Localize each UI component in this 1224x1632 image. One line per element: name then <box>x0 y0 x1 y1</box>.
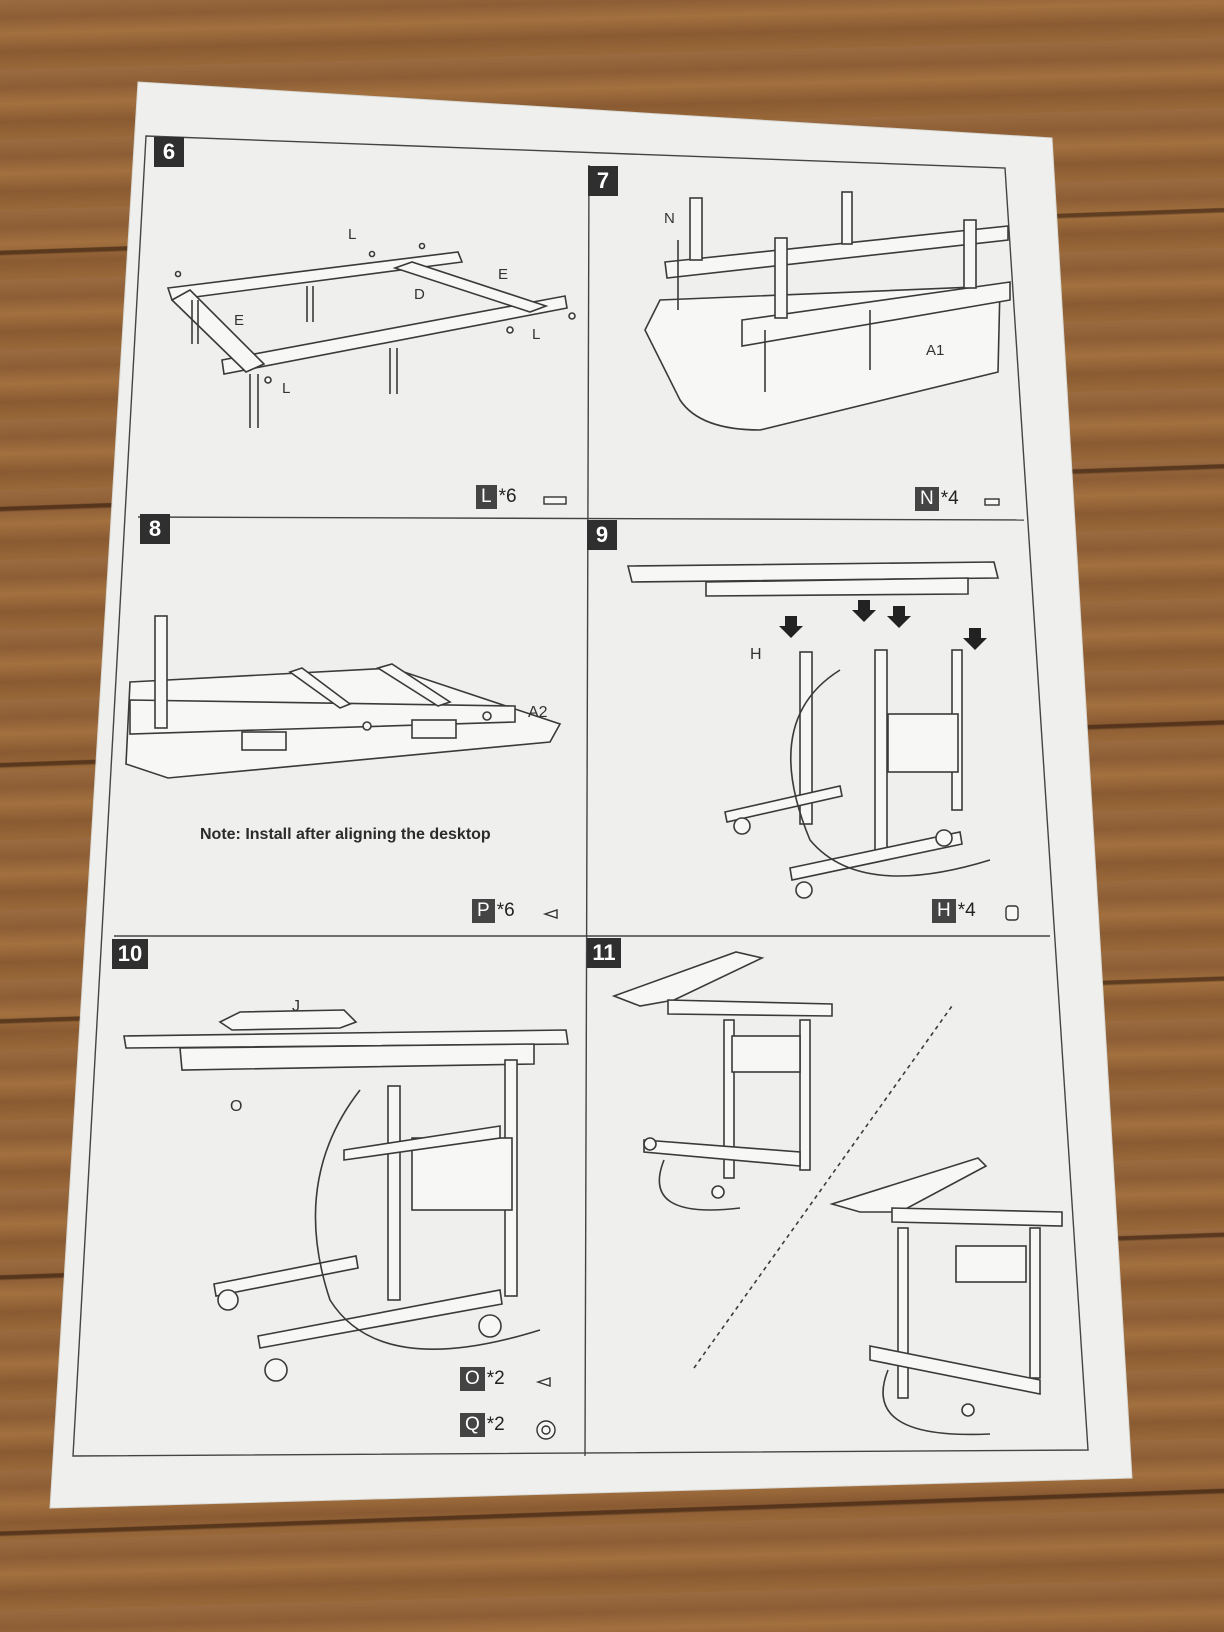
panel-11-cart-drawings <box>611 951 1063 1436</box>
part-tag-Q: Q *2 <box>460 1412 505 1438</box>
part-tag-L: L *6 <box>476 484 517 510</box>
part-tag-P: P *6 <box>472 898 515 924</box>
bolt-icon-L <box>543 496 567 505</box>
part-letter: H <box>932 899 956 923</box>
part-qty: *4 <box>957 900 976 921</box>
part-qty: *2 <box>486 1414 505 1435</box>
part-letter: L <box>476 485 497 509</box>
part-qty: *6 <box>498 486 517 507</box>
bolt-icon-N <box>984 498 1000 506</box>
panel-7-desktop-drawing <box>644 191 1011 431</box>
label-E: E <box>498 266 509 283</box>
part-qty: *2 <box>486 1368 505 1389</box>
step-number-9: 9 <box>587 520 617 550</box>
label-N: N <box>664 210 675 227</box>
label-D: D <box>414 286 425 303</box>
part-qty: *4 <box>940 488 959 509</box>
panel-10-cart-drawing <box>123 1009 569 1382</box>
screw-icon-P <box>542 909 558 919</box>
step-number-7: 7 <box>588 166 618 196</box>
step-number-8: 8 <box>140 514 170 544</box>
part-letter: Q <box>460 1413 485 1437</box>
label-A1: A1 <box>926 342 945 359</box>
part-letter: O <box>460 1367 485 1391</box>
label-O: O <box>230 1098 243 1115</box>
label-A2: A2 <box>528 704 548 721</box>
label-J: J <box>292 998 300 1015</box>
panel-8-assembly-drawing <box>125 615 562 779</box>
step-number-10: 10 <box>112 939 148 969</box>
label-L: L <box>282 380 291 397</box>
label-L: L <box>532 326 541 343</box>
part-tag-N: N *4 <box>915 486 959 512</box>
panel-9-cart-drawing <box>626 561 1000 899</box>
install-note: Note: Install after aligning the desktop <box>200 826 491 843</box>
part-letter: P <box>472 899 495 923</box>
step-number-11: 11 <box>587 938 621 968</box>
part-tag-H: H *4 <box>932 898 976 924</box>
part-tag-O: O *2 <box>460 1366 505 1392</box>
hardware-icons <box>535 496 1019 1440</box>
label-H: H <box>750 646 762 663</box>
panel-9-arrows <box>779 600 987 650</box>
label-E: E <box>234 312 245 329</box>
part-qty: *6 <box>496 900 515 921</box>
panel-grid <box>72 135 1089 1457</box>
nut-icon-H <box>1005 905 1019 921</box>
screw-icon-O <box>535 1377 551 1387</box>
step-number-6: 6 <box>154 137 184 167</box>
panel-6-frame-drawing <box>166 242 576 428</box>
label-L: L <box>348 226 357 243</box>
part-letter: N <box>915 487 939 511</box>
